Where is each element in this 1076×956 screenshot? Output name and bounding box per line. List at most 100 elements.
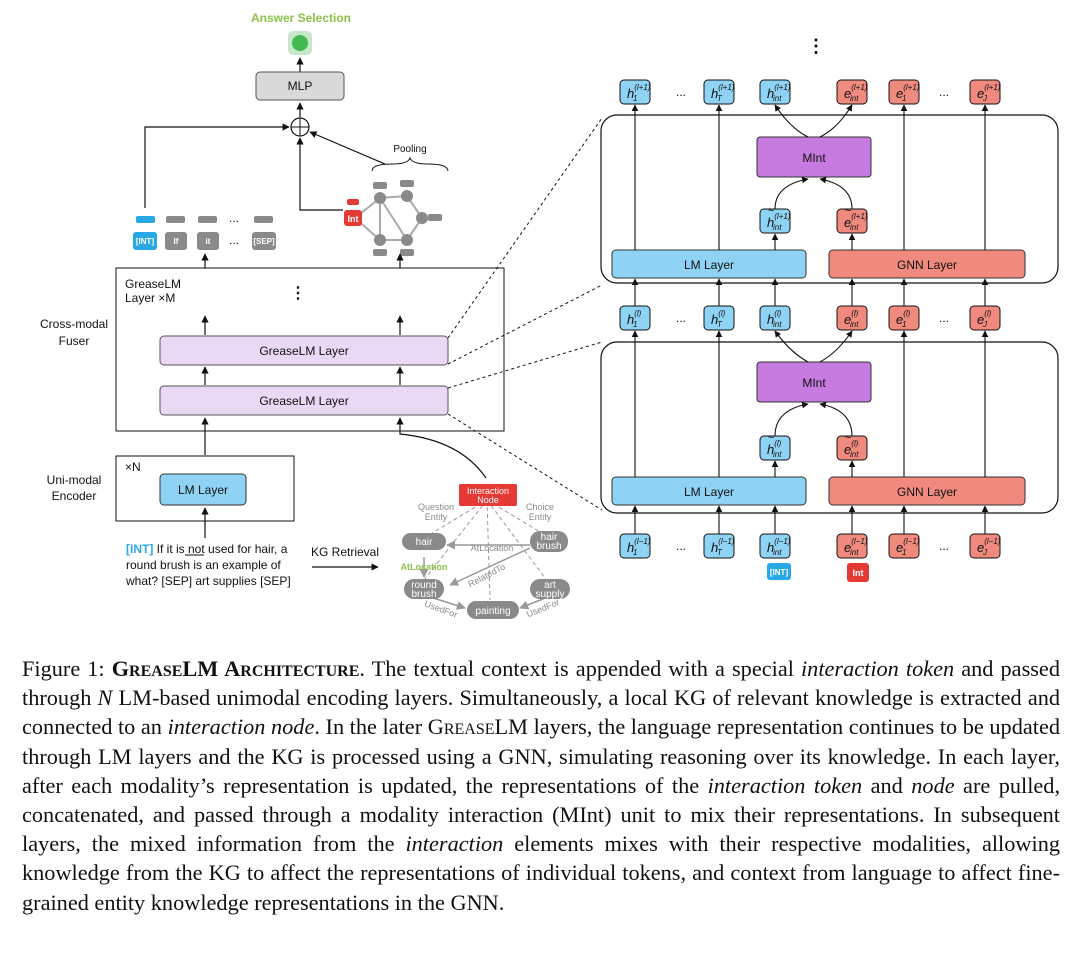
e1-node-1-label: e(l)1 (896, 309, 911, 329)
eJ-node-2-label: e(l−1)J (977, 537, 1001, 557)
fuser-label: Fuser (59, 334, 90, 348)
mlp-box (255, 71, 345, 101)
ellipsis-left-1: ... (676, 311, 686, 325)
input-line-3: what? [SEP] art supplies [SEP] (125, 574, 291, 588)
arrow-mint-eint-top (819, 104, 853, 138)
mint-label-0: MInt (802, 151, 826, 165)
stack-vdots: ⋮ (290, 285, 306, 302)
token-if: If (174, 237, 179, 246)
svg-text:AtLocation: AtLocation (471, 543, 514, 553)
cross-modal-label: Cross-modal (40, 317, 108, 331)
pooling-label: Pooling (393, 144, 426, 155)
greaselm-stack-label: GreaseLM (125, 277, 181, 291)
gnn-layer-box-0 (828, 249, 1026, 279)
kg-retrieval-label: KG Retrieval (311, 545, 379, 559)
svg-text:round: round (411, 580, 437, 591)
h1-node-1-label: h(l)1 (627, 309, 642, 329)
lm-layer-box-1 (611, 476, 807, 506)
int-node-badge (847, 563, 869, 582)
mint-label-1: MInt (802, 376, 826, 390)
right-top-vdots: ⋮ (807, 36, 825, 56)
token-ellipsis: ... (229, 233, 239, 247)
mint-box-0 (756, 136, 872, 178)
caption-em-n: N (97, 685, 113, 711)
svg-text:Choice: Choice (526, 502, 554, 512)
eint-node-0 (836, 79, 868, 105)
caption-title: GreaseLM Architecture (111, 656, 360, 681)
pooled-int-label: Int (348, 214, 359, 224)
svg-text:Question: Question (418, 502, 454, 512)
greaselm-stack-x: Layer ×M (125, 291, 175, 305)
svg-text:brush: brush (411, 589, 436, 600)
greaselm-layer-detail-1 (600, 341, 1059, 514)
eint-tilde-node-0-tilde: ~ (845, 205, 852, 217)
svg-text:UsedFor: UsedFor (423, 599, 459, 620)
token-sep: [SEP] (253, 237, 275, 246)
lm-layer-label-1: LM Layer (684, 485, 734, 499)
svg-text:hair: hair (416, 537, 433, 548)
gnn-layer-label-0: GNN Layer (897, 258, 957, 272)
eint-node-1-label: e(l)int (844, 309, 859, 329)
hint-tilde-node-1-label: h(l)int (767, 439, 782, 459)
token-it: it (206, 237, 211, 246)
greaselm-layer-1 (159, 385, 449, 416)
svg-text:Interaction: Interaction (467, 486, 509, 496)
gnn-layer-label-1: GNN Layer (897, 485, 957, 499)
e1-node-0-label: e(l+1)1 (896, 83, 920, 103)
unimodal-lm-label: LM Layer (178, 483, 228, 497)
svg-text:UsedFor: UsedFor (525, 597, 561, 619)
h1-node-0-label: h(l+1)1 (627, 83, 651, 103)
eJ-node-1-label: e(l)J (977, 309, 992, 329)
svg-text:painting: painting (475, 606, 510, 617)
unimodal-lm-layer (159, 473, 247, 506)
hint-node-0-label: h(l+1)int (767, 83, 791, 103)
svg-text:brush: brush (536, 541, 561, 552)
svg-text:supply: supply (536, 589, 565, 600)
arrow-mint-hint-top (774, 104, 809, 138)
hint-node-1-label: h(l)int (767, 309, 782, 329)
knowledge-graph: Interaction Node Question Entity Choice … (401, 484, 570, 620)
pooled-graph: Int (344, 180, 442, 256)
caption-text-1: . The textual context is appended with a… (359, 656, 801, 681)
hint-node-0 (759, 79, 791, 105)
hT-node-2-label: h(l−1)T (711, 537, 735, 557)
greaselm-layer-2-label: GreaseLM Layer (259, 344, 348, 358)
hint-node-2-label: h(l−1)int (767, 537, 791, 557)
answer-selection-label: Answer Selection (251, 11, 351, 25)
caption-em-5: interaction (405, 831, 504, 857)
svg-text:Entity: Entity (425, 512, 448, 522)
h1-node-0 (619, 79, 651, 105)
mlp-label: MLP (288, 79, 313, 93)
eJ-node-0-label: e(l+1)J (977, 83, 1001, 103)
eint-node-2-label: e(l−1)int (844, 537, 868, 557)
int-node-label: Int (853, 568, 864, 578)
svg-text:AtLocation: AtLocation (401, 562, 448, 572)
ellipsis-right-2: ... (939, 539, 949, 553)
caption-text-4: . In the later (314, 714, 428, 740)
caption-em-2: interaction node (167, 714, 315, 740)
caption-text-6: and (862, 772, 912, 798)
arrow-eint-mint-0 (819, 176, 853, 210)
architecture-figure: Answer Selection MLP Pooling Int (40, 11, 1059, 620)
arrow-mint-eint-mid (819, 330, 853, 363)
token-int: [INT] (136, 237, 155, 246)
ellipsis-right-0: ... (939, 85, 949, 99)
caption-em-3: interaction token (707, 772, 863, 798)
hT-node-0 (703, 79, 735, 105)
mint-box-1 (756, 361, 872, 403)
svg-text:Entity: Entity (529, 512, 552, 522)
caption-em-4: node (911, 772, 955, 798)
arrow-mint-hint-mid (774, 330, 809, 363)
input-line-2: round brush is an example of (126, 558, 281, 572)
ellipsis-left-0: ... (676, 85, 686, 99)
caption-text-2: and passed through (22, 656, 1060, 711)
arrow-eint-mint-1 (819, 401, 853, 437)
arrow-hint-mint-1 (774, 401, 809, 437)
caption-sc-2: GreaseLM (427, 714, 528, 740)
caption-text-8: elements mixes with their respective mod… (22, 831, 1060, 915)
ellipsis-left-2: ... (676, 539, 686, 553)
gnn-layer-box-1 (828, 476, 1026, 506)
lm-layer-box-0 (611, 249, 807, 279)
hint-tilde-node-1-tilde: ~ (768, 432, 775, 444)
